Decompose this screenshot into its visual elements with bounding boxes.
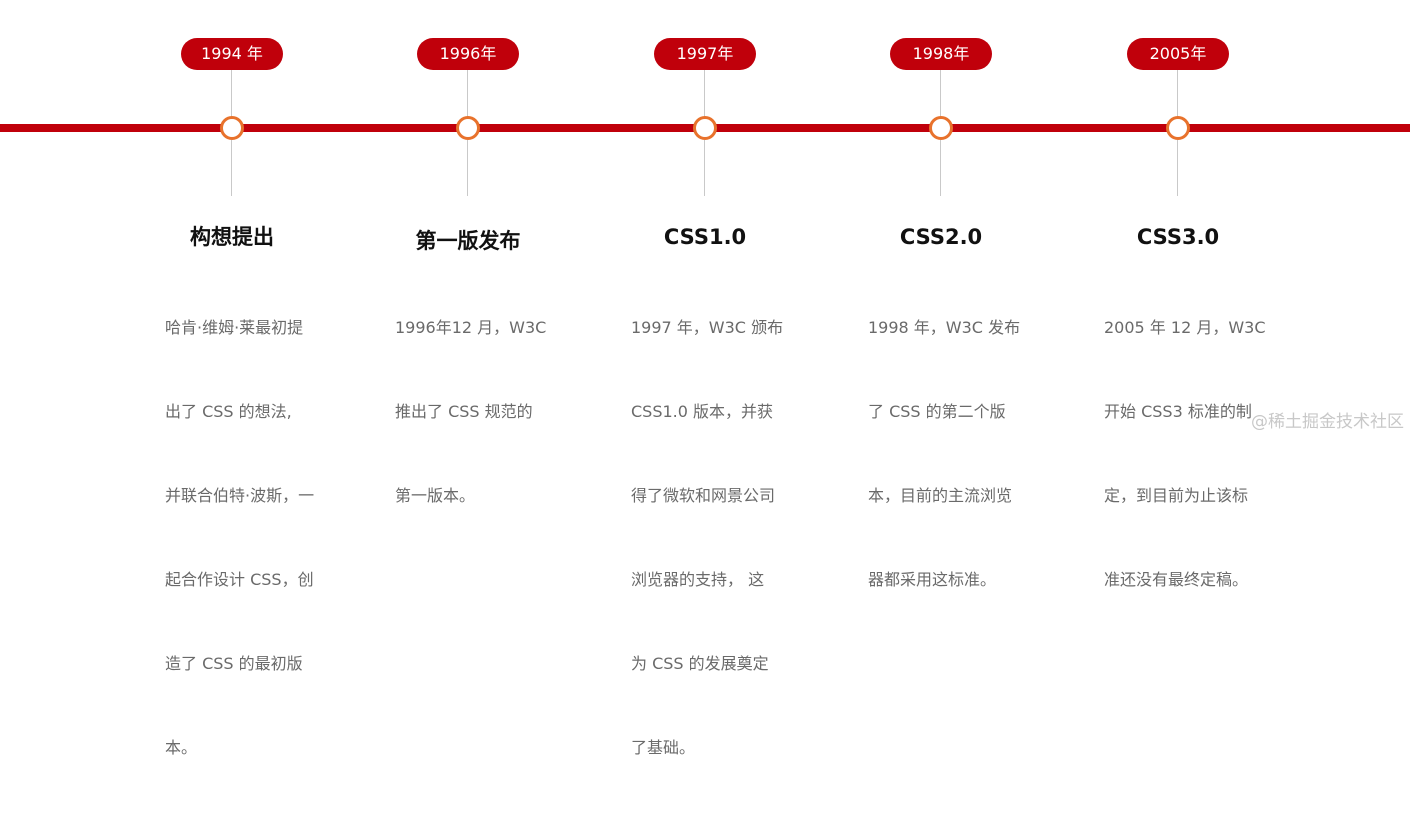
- description-line: 造了 CSS 的最初版: [165, 654, 303, 673]
- description-line: 了基础。: [631, 738, 696, 757]
- connector-line-bottom: [231, 140, 232, 196]
- description-line: 1998 年，W3C 发布: [868, 318, 1021, 337]
- year-badge: 2005年: [1127, 38, 1229, 70]
- timeline-node: [456, 116, 480, 140]
- description-line: 第一版本。: [395, 486, 476, 505]
- year-badge: 1994 年: [181, 38, 283, 70]
- description-line: 1996年12 月，W3C: [395, 318, 547, 337]
- event-title: CSS1.0: [663, 225, 747, 249]
- connector-line-top: [940, 70, 941, 117]
- description-line: 定，到目前为止该标: [1104, 486, 1249, 505]
- connector-line-top: [467, 70, 468, 117]
- watermark: @稀土掘金技术社区: [1251, 412, 1404, 432]
- description-line: CSS1.0 版本，并获: [631, 402, 774, 421]
- year-badge: 1998年: [890, 38, 992, 70]
- description-line: 准还没有最终定稿。: [1104, 570, 1249, 589]
- description-line: 浏览器的支持， 这: [631, 570, 765, 589]
- connector-line-bottom: [467, 140, 468, 196]
- event-description: 1996年12 月，W3C 推出了 CSS 规范的 第一版本。: [395, 258, 546, 566]
- connector-line-top: [1177, 70, 1178, 117]
- event-title: CSS3.0: [1136, 225, 1220, 249]
- timeline-node: [693, 116, 717, 140]
- connector-line-top: [704, 70, 705, 117]
- connector-line-top: [231, 70, 232, 117]
- timeline-node: [929, 116, 953, 140]
- timeline-node: [1166, 116, 1190, 140]
- description-line: 了 CSS 的第二个版: [868, 402, 1006, 421]
- event-description: 哈肯·维姆·莱最初提 出了 CSS 的想法, 并联合伯特·波斯，一 起合作设计 …: [165, 258, 314, 818]
- description-line: 本。: [165, 738, 198, 757]
- description-line: 2005 年 12 月，W3C: [1104, 318, 1266, 337]
- connector-line-bottom: [1177, 140, 1178, 196]
- description-line: 开始 CSS3 标准的制: [1104, 402, 1252, 421]
- event-description: 1998 年，W3C 发布 了 CSS 的第二个版 本，目前的主流浏览 器都采用…: [868, 258, 1020, 650]
- description-line: 出了 CSS 的想法,: [165, 402, 292, 421]
- timeline-node: [220, 116, 244, 140]
- event-title: CSS2.0: [899, 225, 983, 249]
- description-line: 哈肯·维姆·莱最初提: [165, 318, 304, 337]
- description-line: 得了微软和网景公司: [631, 486, 776, 505]
- connector-line-bottom: [704, 140, 705, 196]
- event-description: 2005 年 12 月，W3C 开始 CSS3 标准的制 定，到目前为止该标 准…: [1104, 258, 1266, 650]
- description-line: 1997 年，W3C 颁布: [631, 318, 784, 337]
- description-line: 本，目前的主流浏览: [868, 486, 1013, 505]
- description-line: 器都采用这标准。: [868, 570, 997, 589]
- event-description: 1997 年，W3C 颁布 CSS1.0 版本，并获 得了微软和网景公司 浏览器…: [631, 258, 783, 818]
- event-title: 第一版发布: [415, 229, 521, 253]
- year-badge: 1997年: [654, 38, 756, 70]
- description-line: 并联合伯特·波斯，一: [165, 486, 315, 505]
- year-badge: 1996年: [417, 38, 519, 70]
- description-line: 起合作设计 CSS，创: [165, 570, 314, 589]
- event-title: 构想提出: [190, 225, 274, 249]
- connector-line-bottom: [940, 140, 941, 196]
- description-line: 为 CSS 的发展奠定: [631, 654, 769, 673]
- description-line: 推出了 CSS 规范的: [395, 402, 533, 421]
